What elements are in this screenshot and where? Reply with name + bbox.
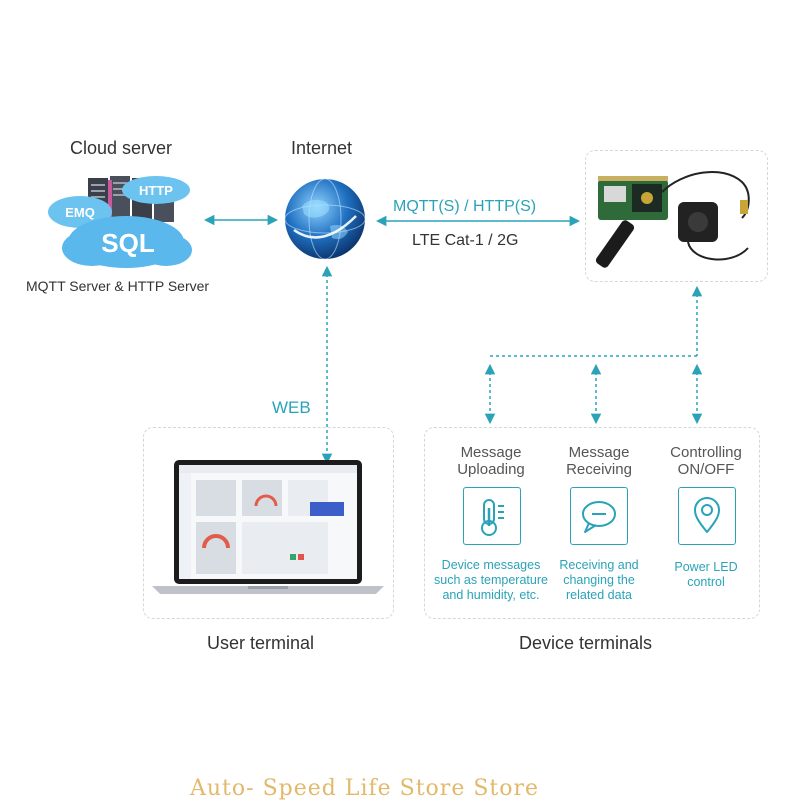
message-receiving-title: Message Receiving — [566, 444, 632, 478]
web-label: WEB — [272, 398, 311, 417]
user-terminal-title: User terminal — [207, 633, 315, 653]
cloud-server-title: Cloud server — [70, 138, 173, 158]
globe-icon — [282, 176, 368, 262]
message-uploading-title: Message Uploading — [457, 444, 525, 478]
store-watermark: Auto- Speed Life Store Store — [190, 776, 540, 801]
hardware-box — [585, 150, 768, 282]
cloud-server-icon: HTTP EMQ SQL — [44, 172, 194, 272]
message-uploading-desc: Device messages such as temperature and … — [434, 558, 548, 602]
controlling-onoff-title: Controlling ON/OFF — [670, 444, 742, 478]
controlling-onoff-desc: Power LED control — [674, 560, 738, 589]
device-terminals-box — [424, 427, 760, 619]
internet-title: Internet — [291, 138, 353, 158]
device-board-icon — [592, 162, 762, 274]
emq-badge: EMQ — [65, 205, 95, 220]
thermometer-icon — [463, 487, 521, 545]
laptop-icon — [152, 458, 384, 598]
network-label: LTE Cat-1 / 2G — [412, 232, 519, 249]
sql-badge: SQL — [101, 228, 155, 258]
user-terminal-box — [143, 427, 394, 619]
location-pin-icon — [678, 487, 736, 545]
device-terminals-title: Device terminals — [519, 633, 653, 653]
http-badge: HTTP — [139, 183, 173, 198]
chat-bubble-icon — [570, 487, 628, 545]
message-receiving-desc: Receiving and changing the related data — [559, 558, 639, 602]
protocol-label: MQTT(S) / HTTP(S) — [393, 198, 537, 215]
cloud-server-subtitle: MQTT Server & HTTP Server — [26, 278, 210, 294]
